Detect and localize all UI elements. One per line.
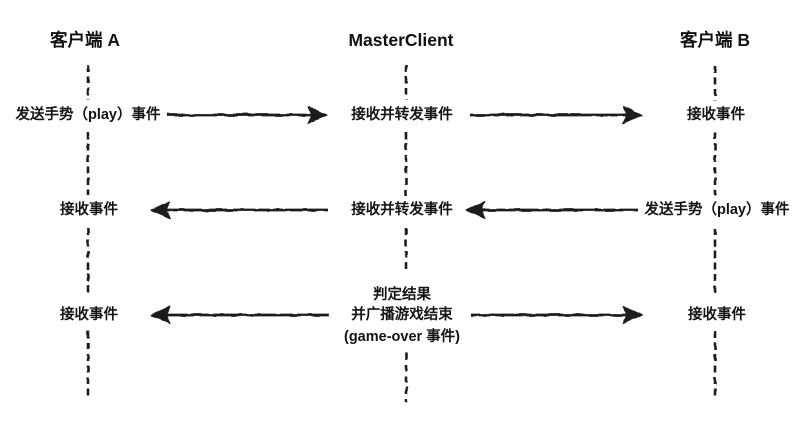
message-label: 接收并转发事件 (351, 200, 453, 218)
message-arrow-left (150, 306, 329, 324)
message-label: 接收事件 (60, 305, 118, 323)
arrowhead-left-icon (465, 201, 486, 219)
diagram-strokes (86, 65, 717, 402)
message-label: 判定结果 (373, 285, 431, 303)
arrowhead-left-icon (150, 201, 171, 219)
message-arrow-left (150, 201, 328, 219)
message-label: 接收并转发事件 (351, 105, 453, 123)
message-label: 发送手势（play）事件 (643, 200, 790, 218)
message-label: 并广播游戏结束 (351, 305, 453, 323)
message-label: 接收事件 (688, 305, 746, 323)
message-arrow-right (471, 306, 643, 324)
arrowhead-left-icon (150, 306, 171, 324)
message-arrow-right (470, 106, 643, 124)
message-arrow-right (167, 106, 328, 124)
actor-header-client-a: 客户端 A (49, 30, 120, 50)
actor-header-client-b: 客户端 B (679, 30, 750, 50)
message-label: 接收事件 (687, 105, 745, 123)
message-label: (game-over 事件) (344, 327, 460, 345)
actor-header-master-client: MasterClient (348, 30, 453, 50)
message-arrow-left (465, 201, 638, 219)
arrowhead-right-icon (622, 106, 643, 124)
message-label: 接收事件 (60, 200, 118, 218)
arrowhead-right-icon (622, 306, 643, 324)
message-label: 发送手势（play）事件 (14, 105, 161, 123)
arrowhead-right-icon (307, 106, 328, 124)
